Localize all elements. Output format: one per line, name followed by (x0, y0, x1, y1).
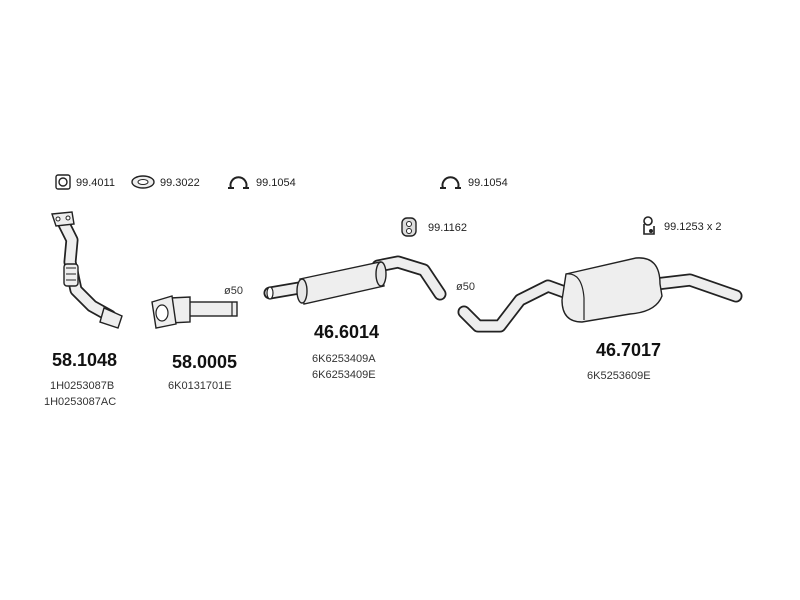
part-number: 46.6014 (314, 322, 379, 342)
accessory-gasket: 99.3022 (131, 175, 200, 189)
oem-number: 6K6253409A (312, 353, 376, 365)
oem-number: 6K5253609E (587, 370, 651, 382)
centre-silencer-drawing (263, 255, 447, 305)
part-label-58-1048: 58.1048 1H0253087B 1H0253087AC (44, 350, 117, 408)
clamp-icon (440, 176, 461, 189)
rubber-mount-icon (401, 217, 417, 237)
accessory-o-ring: 99.4011 (55, 174, 115, 190)
accessory-code: 99.1054 (256, 177, 296, 189)
accessory-code: 99.3022 (160, 177, 200, 189)
part-label-46-7017: 46.7017 6K5253609E (587, 340, 661, 382)
catalytic-converter-drawing (151, 295, 238, 329)
gasket-icon (131, 175, 155, 189)
accessory-code: 99.1253 x 2 (664, 221, 722, 233)
hanger-icon (643, 216, 655, 235)
oem-number: 1H0253087AC (44, 396, 116, 408)
o-ring-icon (55, 174, 71, 190)
part-number: 46.7017 (596, 340, 661, 360)
part-label-58-0005: 58.0005 6K0131701E (168, 352, 237, 392)
accessory-clamp-1: 99.1054 (228, 176, 296, 189)
part-number: 58.0005 (172, 352, 237, 372)
oem-number: 1H0253087B (50, 380, 114, 392)
accessory-hanger: 99.1253 x 2 (643, 216, 722, 235)
part-label-46-6014: 46.6014 6K6253409A 6K6253409E (312, 322, 379, 381)
oem-number: 6K0131701E (168, 380, 232, 392)
front-pipe-drawing (51, 211, 123, 329)
accessory-rubber-mount: 99.1162 (401, 217, 467, 237)
part-number: 58.1048 (52, 350, 117, 370)
diameter-label: ø50 (224, 285, 243, 297)
accessory-code: 99.4011 (76, 177, 115, 189)
accessory-code: 99.1162 (428, 222, 467, 234)
accessory-code: 99.1054 (468, 177, 508, 189)
oem-number: 6K6253409E (312, 369, 376, 381)
rear-silencer-drawing (457, 257, 743, 333)
diameter-label: ø50 (456, 281, 475, 293)
accessory-clamp-2: 99.1054 (440, 176, 508, 189)
clamp-icon (228, 176, 249, 189)
